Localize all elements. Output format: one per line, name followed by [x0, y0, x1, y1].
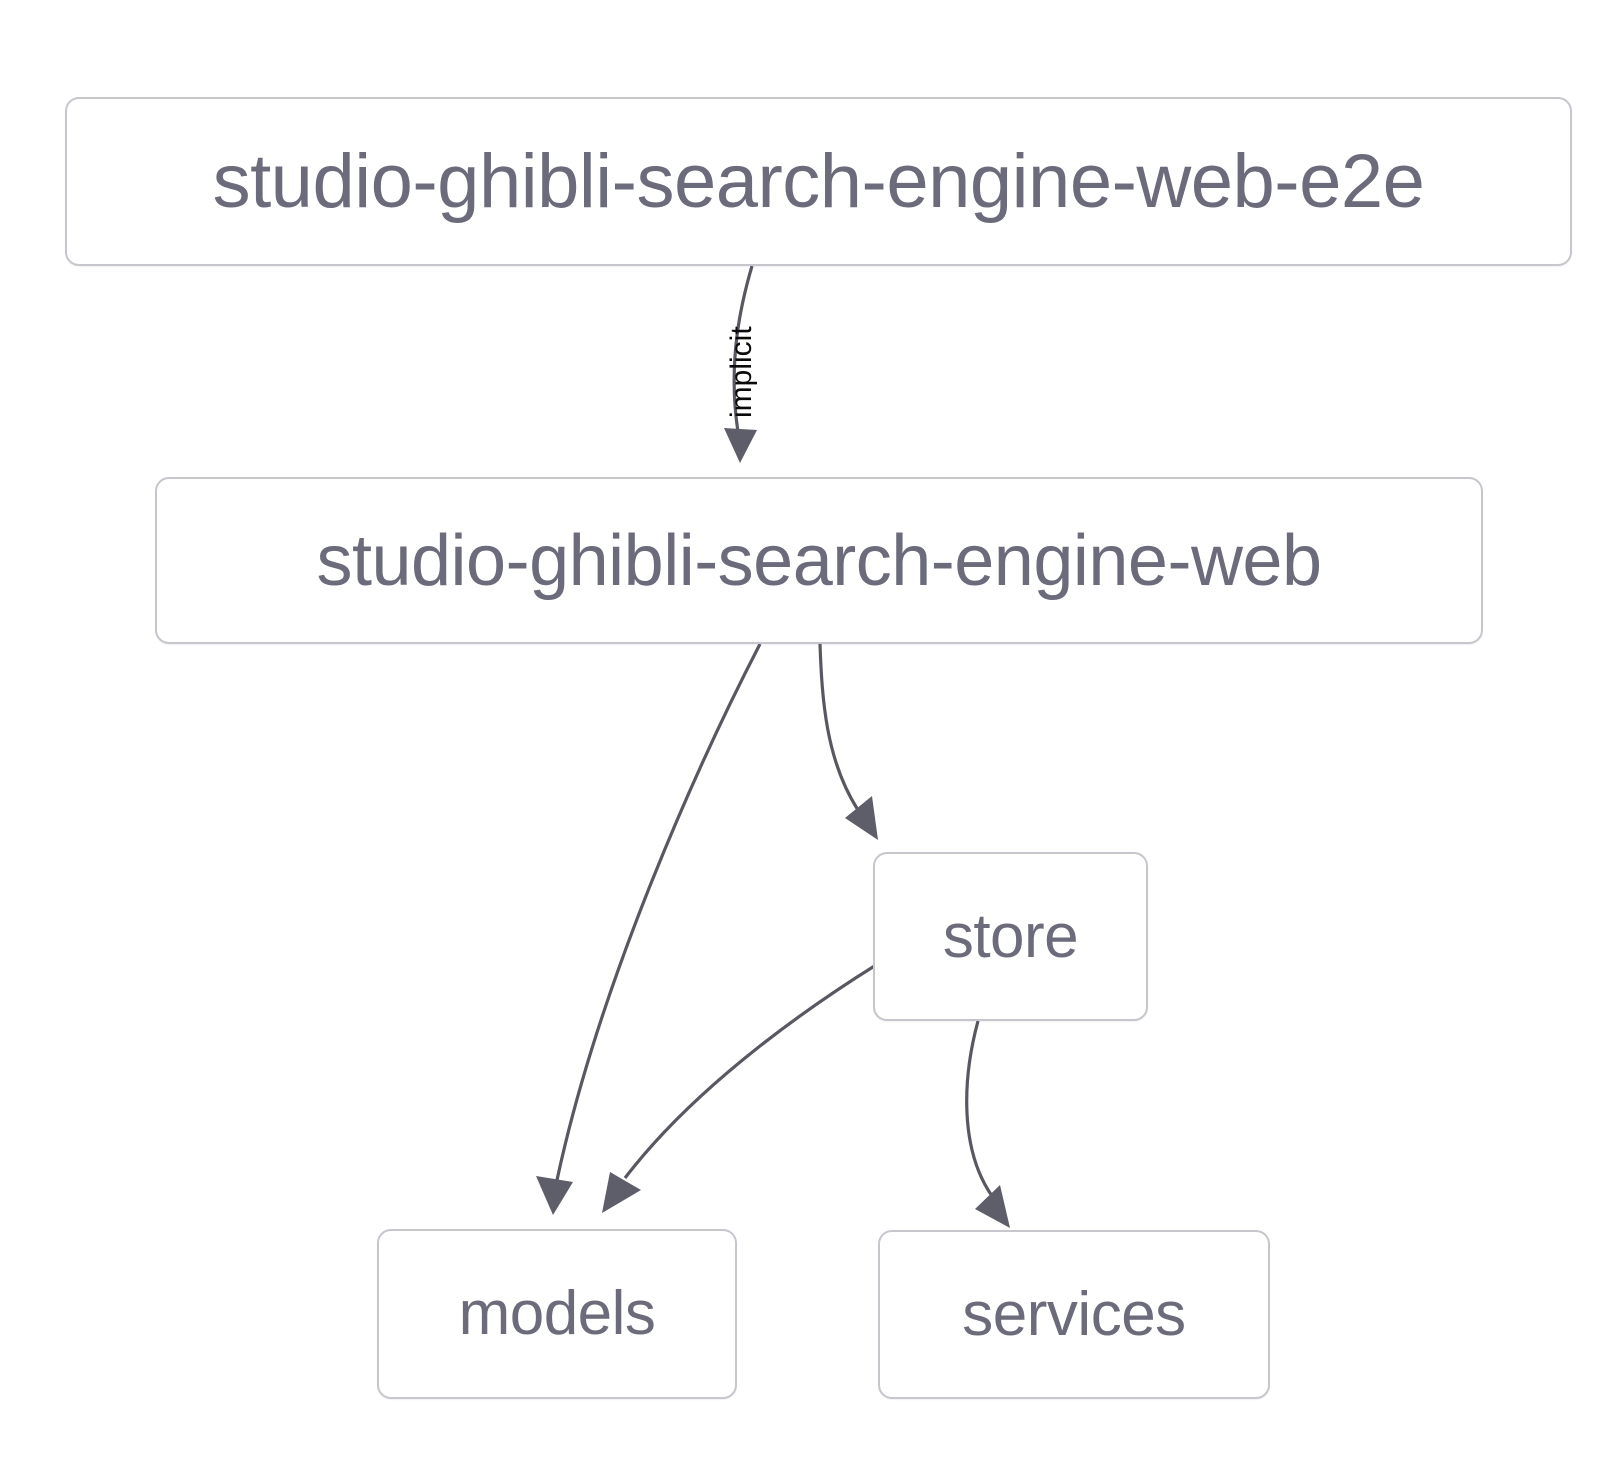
node-studio-ghibli-search-engine-web-e2e[interactable]: studio-ghibli-search-engine-web-e2e [65, 97, 1572, 266]
node-label: studio-ghibli-search-engine-web [316, 520, 1322, 601]
edge-web-to-store [818, 643, 878, 840]
arrowhead-icon [536, 1176, 573, 1215]
node-services[interactable]: services [878, 1230, 1270, 1399]
node-label: models [458, 1279, 656, 1348]
arrowhead-icon [602, 1172, 641, 1213]
edge-path [818, 643, 860, 811]
node-models[interactable]: models [377, 1229, 737, 1399]
edge-path [555, 643, 762, 1181]
node-label: services [962, 1279, 1186, 1349]
node-label: studio-ghibli-search-engine-web-e2e [212, 138, 1425, 224]
edge-store-to-services [965, 1020, 1010, 1228]
arrowhead-icon [845, 796, 878, 840]
edge-web-to-models [536, 643, 762, 1215]
node-studio-ghibli-search-engine-web[interactable]: studio-ghibli-search-engine-web [155, 477, 1483, 644]
edge-label-implicit: implicit [725, 326, 758, 418]
node-store[interactable]: store [873, 852, 1148, 1021]
node-label: store [942, 901, 1079, 971]
edge-store-to-models [602, 963, 877, 1213]
edge-path [965, 1020, 994, 1197]
edge-path [623, 963, 877, 1179]
arrowhead-icon [975, 1185, 1010, 1228]
arrowhead-icon [724, 428, 757, 463]
